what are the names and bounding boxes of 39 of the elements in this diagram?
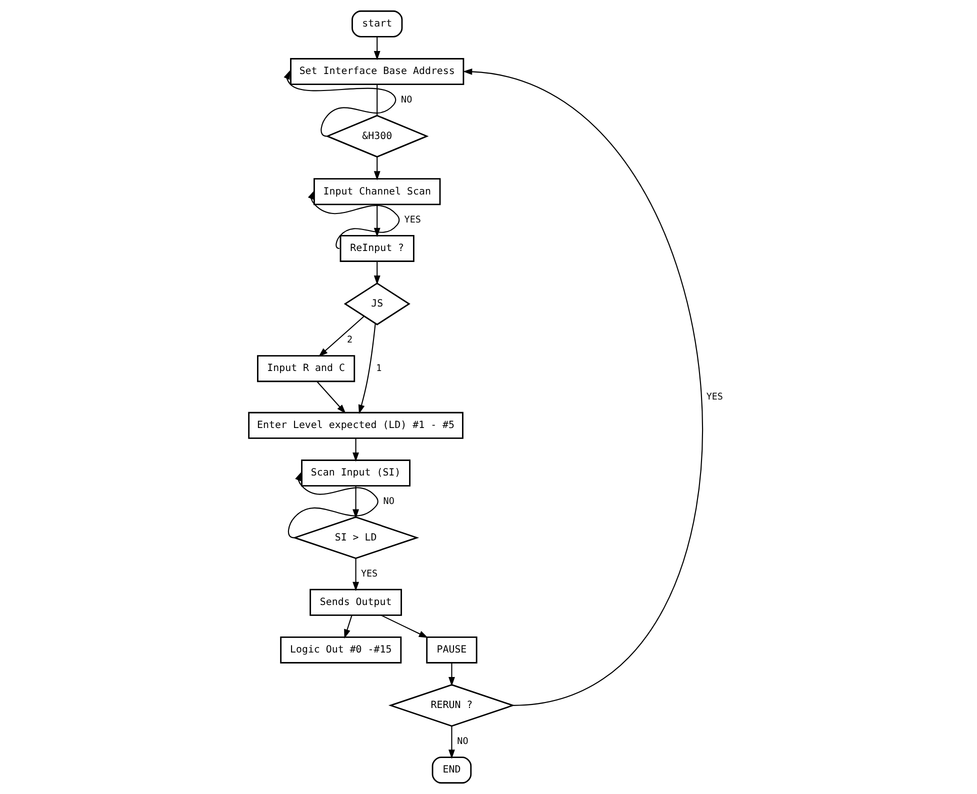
edge-label: YES xyxy=(360,568,378,580)
node-box: Scan Input (SI) xyxy=(301,460,410,487)
arrow xyxy=(318,316,364,357)
node-box: Enter Level expected (LD) #1 - #5 xyxy=(248,412,464,439)
node-box: start xyxy=(352,10,403,38)
arrow xyxy=(352,438,360,462)
edge-label: 1 xyxy=(376,362,382,374)
arrow xyxy=(448,662,455,686)
arrow xyxy=(448,726,455,759)
node-diamond: SI > LD xyxy=(292,516,420,560)
node-box: ReInput ? xyxy=(340,234,414,262)
node-box: PAUSE xyxy=(426,636,478,664)
arrow xyxy=(358,324,376,414)
arrow xyxy=(374,261,380,285)
arrow xyxy=(352,558,360,592)
arrow xyxy=(288,472,378,538)
edge-label: YES xyxy=(404,214,421,226)
node-box: Input R and C xyxy=(257,355,356,382)
node-diamond: JS xyxy=(344,282,410,326)
edge-label: YES xyxy=(706,391,723,402)
edge-label: NO xyxy=(383,496,394,507)
arrow xyxy=(374,36,380,60)
arrow xyxy=(344,615,352,639)
node-box: Logic Out #0 -#15 xyxy=(280,636,402,664)
arrow xyxy=(374,157,380,180)
arrow xyxy=(352,486,360,518)
node-diamond: RERUN ? xyxy=(388,684,516,727)
connector xyxy=(376,84,378,116)
arrow xyxy=(380,614,428,638)
node-box: Sends Output xyxy=(310,588,402,616)
edge-label: 2 xyxy=(346,334,353,346)
node-box: Input Channel Scan xyxy=(314,178,441,206)
arrow xyxy=(284,70,396,137)
arrow xyxy=(316,381,346,414)
node-box: END xyxy=(432,756,472,784)
node-box: Set Interface Base Address xyxy=(290,58,464,86)
node-diamond: &H300 xyxy=(326,114,429,158)
edge-label: NO xyxy=(457,736,468,748)
edge-label: NO xyxy=(401,94,412,106)
